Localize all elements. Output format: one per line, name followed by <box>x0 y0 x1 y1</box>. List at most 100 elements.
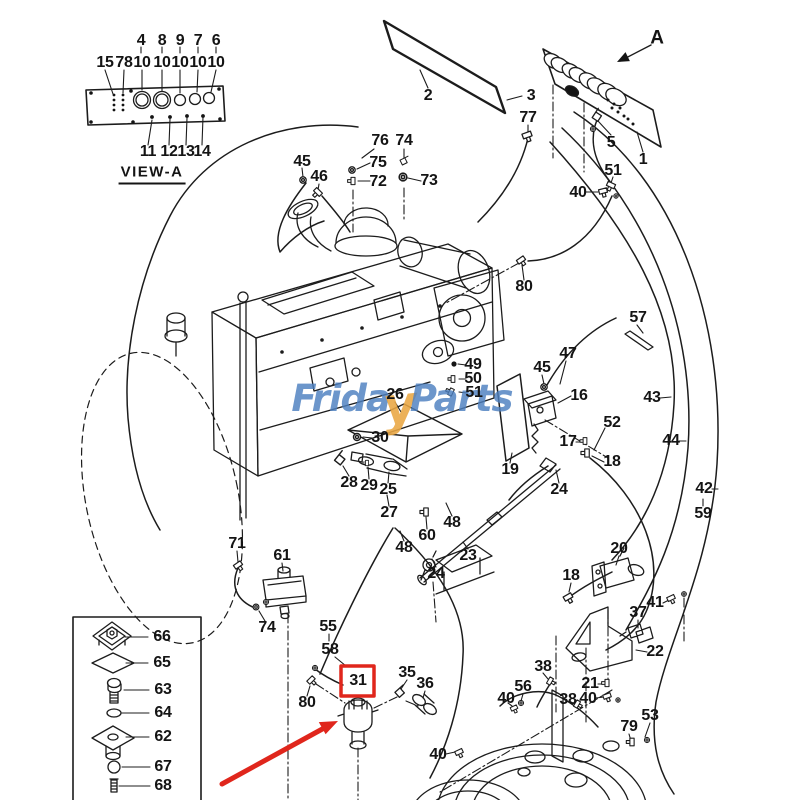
callout-47: 47 <box>559 345 577 362</box>
callout-A: A <box>650 27 664 49</box>
callout-21: 21 <box>581 675 599 692</box>
callout-9: 9 <box>175 32 185 49</box>
callout-68: 68 <box>154 777 172 794</box>
part-16-solenoid <box>523 390 557 454</box>
callout-10: 10 <box>189 54 207 71</box>
legend-icon-ring <box>107 760 121 774</box>
part-57-bar <box>624 330 654 351</box>
callout-56: 56 <box>514 678 532 695</box>
callout-80: 80 <box>298 694 316 711</box>
callout-4: 4 <box>136 32 146 49</box>
hydraulic-tank <box>416 689 647 800</box>
callout-28: 28 <box>340 474 358 491</box>
callout-43: 43 <box>643 389 661 406</box>
callout-80: 80 <box>515 278 533 295</box>
callout-46: 46 <box>310 168 328 185</box>
legend-icon-oring <box>106 708 122 718</box>
callout-5: 5 <box>606 134 616 151</box>
fasteners <box>232 107 687 760</box>
callout-58: 58 <box>321 641 339 658</box>
callout-59: 59 <box>694 505 712 522</box>
callout-1: 1 <box>638 151 648 168</box>
callout-44: 44 <box>662 432 680 449</box>
callout-25: 25 <box>379 481 397 498</box>
part-2-plate <box>382 19 507 115</box>
callout-3: 3 <box>526 87 536 104</box>
part-31-valve <box>337 697 379 750</box>
callout-79: 79 <box>620 718 638 735</box>
callout-10: 10 <box>133 54 151 71</box>
part-25-sensor <box>350 451 408 477</box>
callout-13: 13 <box>177 143 195 160</box>
legend-icon-bolt <box>106 677 122 704</box>
legend-box <box>72 616 202 800</box>
callout-12: 12 <box>160 143 178 160</box>
callout-45: 45 <box>293 153 311 170</box>
callout-67: 67 <box>154 758 172 775</box>
part-20-pump <box>591 547 645 597</box>
callout-15: 15 <box>96 54 114 71</box>
part-37-connector <box>619 623 654 644</box>
callout-71: 71 <box>228 535 246 552</box>
callout-45: 45 <box>533 359 551 376</box>
callout-40: 40 <box>497 690 515 707</box>
callout-63: 63 <box>154 681 172 698</box>
highlight-group <box>219 664 376 787</box>
callout-72: 72 <box>369 173 387 190</box>
callout-50: 50 <box>464 370 482 387</box>
part-36-fitting <box>412 693 437 716</box>
callout-51: 51 <box>465 384 483 401</box>
callout-35: 35 <box>398 664 416 681</box>
callout-40: 40 <box>579 690 597 707</box>
legend-icon-flanged-bolt <box>92 621 132 651</box>
callout-18: 18 <box>562 567 580 584</box>
callout-55: 55 <box>319 618 337 635</box>
callout-2: 2 <box>423 87 433 104</box>
hoses <box>126 111 719 795</box>
callout-75: 75 <box>369 154 387 171</box>
callout-52: 52 <box>603 414 621 431</box>
callout-38: 38 <box>559 691 577 708</box>
callout-29: 29 <box>360 477 378 494</box>
highlight-box-31 <box>339 664 376 698</box>
callout-60: 60 <box>418 527 436 544</box>
highlight-arrow <box>219 724 329 787</box>
callout-48: 48 <box>443 514 461 531</box>
callout-62: 62 <box>154 728 172 745</box>
callout-37: 37 <box>629 604 647 621</box>
callout-61: 61 <box>273 547 291 564</box>
part-19-plate <box>496 373 530 462</box>
engine-assembly <box>80 198 505 645</box>
callout-64: 64 <box>154 704 172 721</box>
callout-10: 10 <box>153 54 171 71</box>
view-a-caption: VIEW-A <box>118 164 186 185</box>
callout-41: 41 <box>646 594 664 611</box>
small-parts <box>262 330 654 750</box>
part-1-panel <box>542 48 662 148</box>
callout-16: 16 <box>570 387 588 404</box>
callout-78: 78 <box>115 54 133 71</box>
highlight-arrowhead <box>318 721 338 735</box>
callout-27: 27 <box>380 504 398 521</box>
view-arrow-a <box>617 44 652 62</box>
callout-49: 49 <box>464 356 482 373</box>
callout-26: 26 <box>386 386 404 403</box>
callout-18: 18 <box>603 453 621 470</box>
callout-30: 30 <box>371 429 389 446</box>
callout-20: 20 <box>610 540 628 557</box>
callout-38: 38 <box>534 658 552 675</box>
callout-66: 66 <box>153 628 171 645</box>
callout-77: 77 <box>519 109 537 126</box>
leader-lines <box>104 46 719 787</box>
callout-74: 74 <box>258 619 276 636</box>
callout-6: 6 <box>211 32 221 49</box>
callout-36: 36 <box>416 675 434 692</box>
view-a-panel <box>85 85 226 126</box>
callout-8: 8 <box>157 32 167 49</box>
callout-22: 22 <box>646 643 664 660</box>
callout-7: 7 <box>193 32 203 49</box>
part-61-tank <box>262 566 307 620</box>
callout-40: 40 <box>569 184 587 201</box>
